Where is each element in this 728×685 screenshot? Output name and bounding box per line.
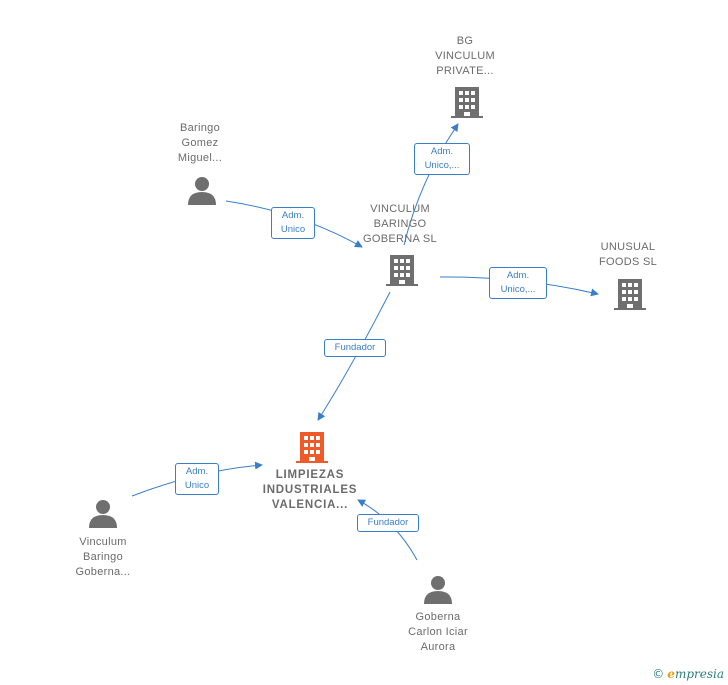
edge-label-adm-unico[interactable]: Adm. Unico <box>271 207 315 239</box>
node-label-vinculum-baringo-sl[interactable]: VINCULUM BARINGO GOBERNA SL <box>363 203 437 245</box>
node-label-goberna-carlon[interactable]: Goberna Carlon Iciar Aurora <box>408 611 468 653</box>
node-label-vinculum-person[interactable]: Vinculum Baringo Goberna... <box>75 536 131 578</box>
node-label-unusual-foods[interactable]: UNUSUAL FOODS SL <box>598 241 658 268</box>
edge-label-fundador[interactable]: Fundador <box>357 514 419 532</box>
focus-building-icon[interactable] <box>296 430 328 464</box>
edge-label-fundador[interactable]: Fundador <box>324 339 386 357</box>
edge-label-adm-unico[interactable]: Adm. Unico,... <box>489 267 547 299</box>
person-icon[interactable] <box>187 176 217 206</box>
brand-logo: ©empresia <box>652 667 724 681</box>
building-icon[interactable] <box>386 253 418 287</box>
node-label-baringo-gomez[interactable]: Baringo Gomez Miguel... <box>177 122 223 164</box>
edge-vinculum-to-bg <box>403 123 459 246</box>
edge-label-adm-unico[interactable]: Adm. Unico,... <box>414 143 470 175</box>
person-icon[interactable] <box>88 499 118 529</box>
copyright-icon: © <box>652 667 665 681</box>
edge-vinculum-to-limpiezas <box>317 291 391 421</box>
node-label-bg-vinculum[interactable]: BG VINCULUM PRIVATE... <box>435 35 495 77</box>
edge-label-adm-unico[interactable]: Adm. Unico <box>175 463 219 495</box>
building-icon[interactable] <box>451 85 483 119</box>
building-icon[interactable] <box>614 277 646 311</box>
person-icon[interactable] <box>423 575 453 605</box>
node-label-limpiezas[interactable]: LIMPIEZAS INDUSTRIALES VALENCIA... <box>262 469 358 511</box>
